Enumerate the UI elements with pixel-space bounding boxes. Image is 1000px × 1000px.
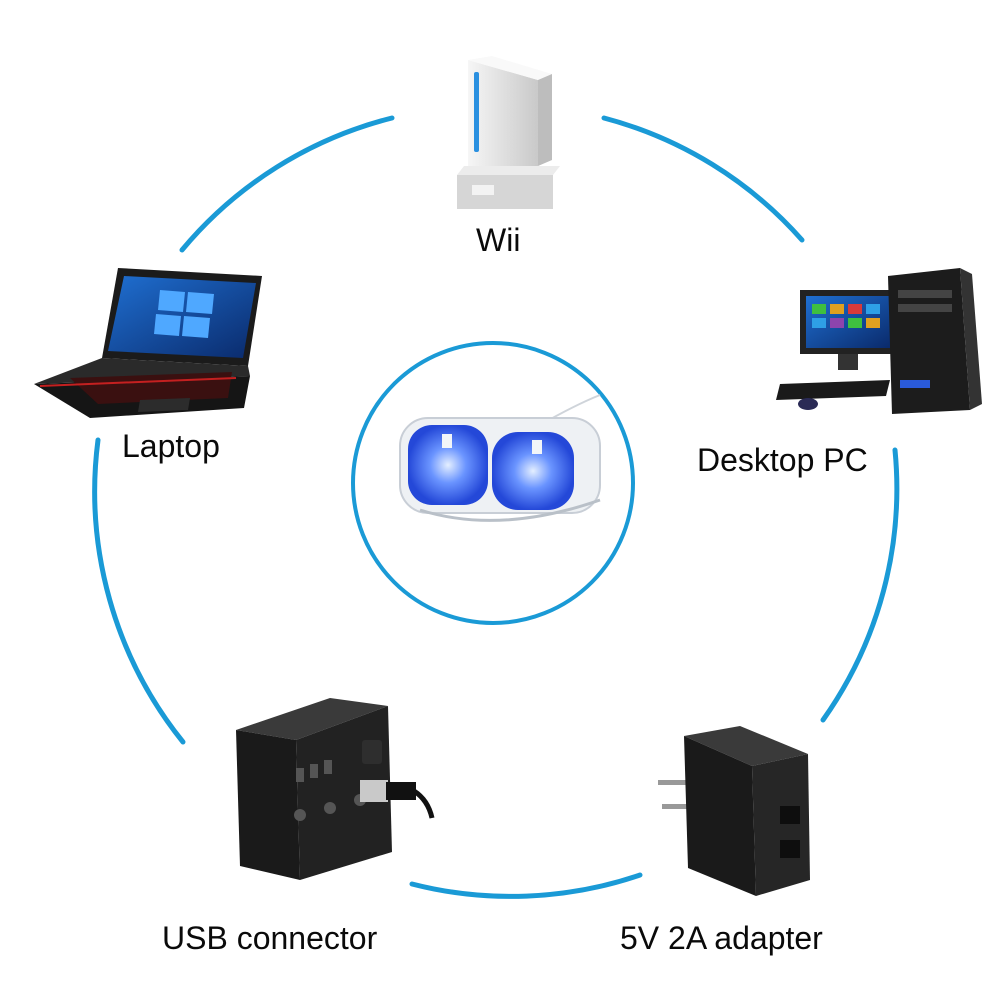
wii-label: Wii xyxy=(476,222,521,258)
outer-ring xyxy=(92,115,900,899)
ring-arc-desktop-adapter xyxy=(820,447,900,723)
usb-connector-label: USB connector xyxy=(162,920,378,956)
desktop-pc-icon xyxy=(776,268,982,414)
ring-arc-usb-laptop xyxy=(92,437,186,745)
laptop-label: Laptop xyxy=(122,428,220,464)
adapter-label: 5V 2A adapter xyxy=(620,920,823,956)
ring-arc-wii-desktop xyxy=(601,115,805,243)
usb-power-strip-icon xyxy=(236,698,435,880)
charging-dock-icon xyxy=(351,341,635,625)
wall-adapter-icon xyxy=(658,726,810,896)
ring-arc-adapter-usb xyxy=(409,872,643,899)
wii-console-icon xyxy=(457,56,560,209)
desktop-pc-label: Desktop PC xyxy=(697,442,868,478)
ring-arc-laptop-wii xyxy=(179,115,395,253)
laptop-icon xyxy=(34,268,262,418)
